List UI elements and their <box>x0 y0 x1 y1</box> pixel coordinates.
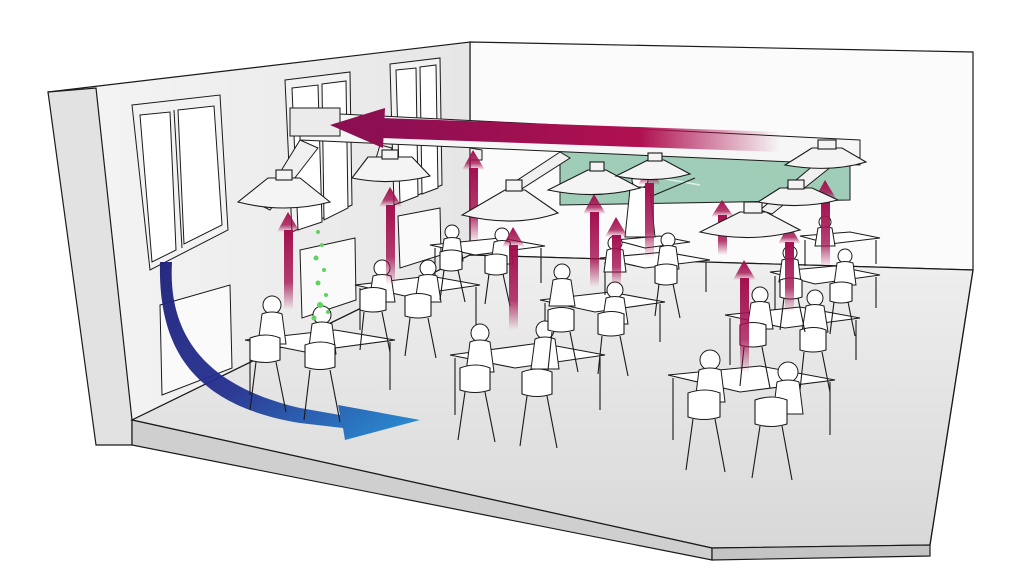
extraction-hoods <box>236 139 868 239</box>
updraft-arrow <box>502 227 525 330</box>
hood-3 <box>460 179 560 222</box>
window-1 <box>131 94 229 271</box>
updraft-arrow <box>462 150 485 243</box>
chair <box>404 292 437 359</box>
aerosol-particles <box>311 230 330 321</box>
chairs <box>249 249 856 481</box>
chair <box>249 334 287 413</box>
chair <box>439 249 466 303</box>
updraft-arrow <box>277 212 300 310</box>
floor-slab-right <box>711 544 931 561</box>
exhaust-flow-arrow <box>330 108 780 152</box>
chair <box>484 253 511 307</box>
chair <box>597 310 629 377</box>
student <box>833 248 857 286</box>
hood-7 <box>783 139 868 169</box>
chair <box>519 368 558 449</box>
student <box>801 289 829 333</box>
hood-5 <box>614 152 692 181</box>
updraft-arrow <box>733 260 756 373</box>
chair <box>303 341 341 423</box>
updraft-arrow <box>605 217 628 285</box>
chair <box>685 389 726 473</box>
hood-8 <box>756 179 840 207</box>
updraft-arrow <box>778 224 801 312</box>
chair <box>799 326 831 393</box>
hood-6 <box>698 201 802 239</box>
hood-2 <box>351 149 432 183</box>
chair <box>751 396 793 481</box>
student <box>465 323 495 373</box>
chair <box>829 281 856 337</box>
chair <box>359 286 391 353</box>
fresh-air-arrow <box>159 262 421 440</box>
hood-1 <box>236 169 332 209</box>
updraft-arrow <box>583 194 606 287</box>
chair <box>547 306 579 373</box>
student <box>656 232 680 270</box>
chair <box>654 263 681 319</box>
student <box>548 263 576 307</box>
chair <box>457 364 496 443</box>
updraft-arrow <box>379 187 402 285</box>
